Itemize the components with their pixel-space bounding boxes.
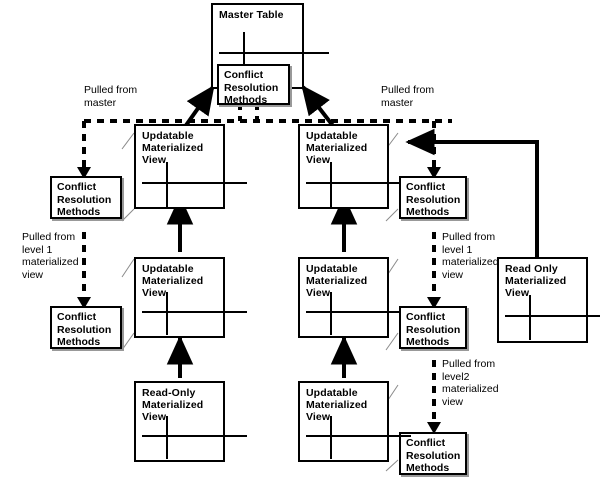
table-glyph-vline (166, 292, 168, 335)
romv-bottom-left-label: Read-Only Materialized View (142, 387, 204, 423)
table-glyph-vline (166, 162, 168, 207)
table-glyph-hline (306, 311, 411, 313)
umv-l3-center-label: Updatable Materialized View (306, 387, 368, 423)
table-glyph-vline (243, 32, 245, 78)
annotation-pulled-from-level2-right: Pulled from level2 materialized view (442, 358, 499, 408)
updatable-materialized-view-l1-center-box[interactable]: Updatable Materialized View (134, 124, 247, 209)
left-conflict-resolution-methods-1-box[interactable]: Conflict Resolution Methods (50, 176, 122, 219)
right-crm-2-label: Conflict Resolution Methods (406, 311, 461, 348)
master-table-label: Master Table (219, 9, 284, 21)
read-only-materialized-view-bottom-left-box[interactable]: Read-Only Materialized View (134, 381, 247, 462)
table-glyph-vline (330, 162, 332, 207)
left-conflict-resolution-methods-2-box[interactable]: Conflict Resolution Methods (50, 306, 122, 349)
right-conflict-resolution-methods-3-box[interactable]: Conflict Resolution Methods (399, 432, 467, 475)
right-conflict-resolution-methods-1-box[interactable]: Conflict Resolution Methods (399, 176, 467, 219)
master-conflict-resolution-methods-box[interactable]: Conflict Resolution Methods (217, 64, 290, 106)
table-glyph-vline (330, 416, 332, 459)
updatable-materialized-view-l1-right-box[interactable]: Updatable Materialized View (298, 124, 411, 209)
umv-l2-right-label: Updatable Materialized View (306, 263, 368, 299)
umv-l1-center-label: Updatable Materialized View (142, 130, 204, 166)
table-glyph-vline (166, 416, 168, 459)
updatable-materialized-view-l2-center-box[interactable]: Updatable Materialized View (134, 257, 247, 338)
annotation-pulled-from-master-left: Pulled from master (84, 84, 138, 109)
umv-l1-right-label: Updatable Materialized View (306, 130, 368, 166)
umv-l2-center-label: Updatable Materialized View (142, 263, 204, 299)
annotation-pulled-from-master-right: Pulled from master (381, 84, 435, 109)
table-glyph-hline (142, 182, 247, 184)
romv-right-label: Read Only Materialized View (505, 263, 567, 299)
updatable-materialized-view-l2-right-box[interactable]: Updatable Materialized View (298, 257, 411, 338)
master-crm-label: Conflict Resolution Methods (224, 69, 279, 106)
table-glyph-hline (505, 315, 600, 317)
table-glyph-hline (142, 311, 247, 313)
left-crm-1-label: Conflict Resolution Methods (57, 181, 112, 218)
right-conflict-resolution-methods-2-box[interactable]: Conflict Resolution Methods (399, 306, 467, 349)
table-glyph-vline (330, 292, 332, 335)
left-crm-2-label: Conflict Resolution Methods (57, 311, 112, 348)
annotation-pulled-from-level1-left: Pulled from level 1 materialized view (22, 231, 79, 281)
annotation-pulled-from-level1-right: Pulled from level 1 materialized view (442, 231, 499, 281)
updatable-materialized-view-l3-center-box[interactable]: Updatable Materialized View (298, 381, 411, 462)
table-glyph-hline (306, 182, 411, 184)
table-glyph-vline (529, 295, 531, 340)
right-crm-1-label: Conflict Resolution Methods (406, 181, 461, 218)
right-crm-3-label: Conflict Resolution Methods (406, 437, 461, 474)
table-glyph-hline (142, 435, 247, 437)
table-glyph-hline (219, 52, 329, 54)
read-only-materialized-view-right-box[interactable]: Read Only Materialized View (497, 257, 600, 343)
table-glyph-hline (306, 435, 411, 437)
